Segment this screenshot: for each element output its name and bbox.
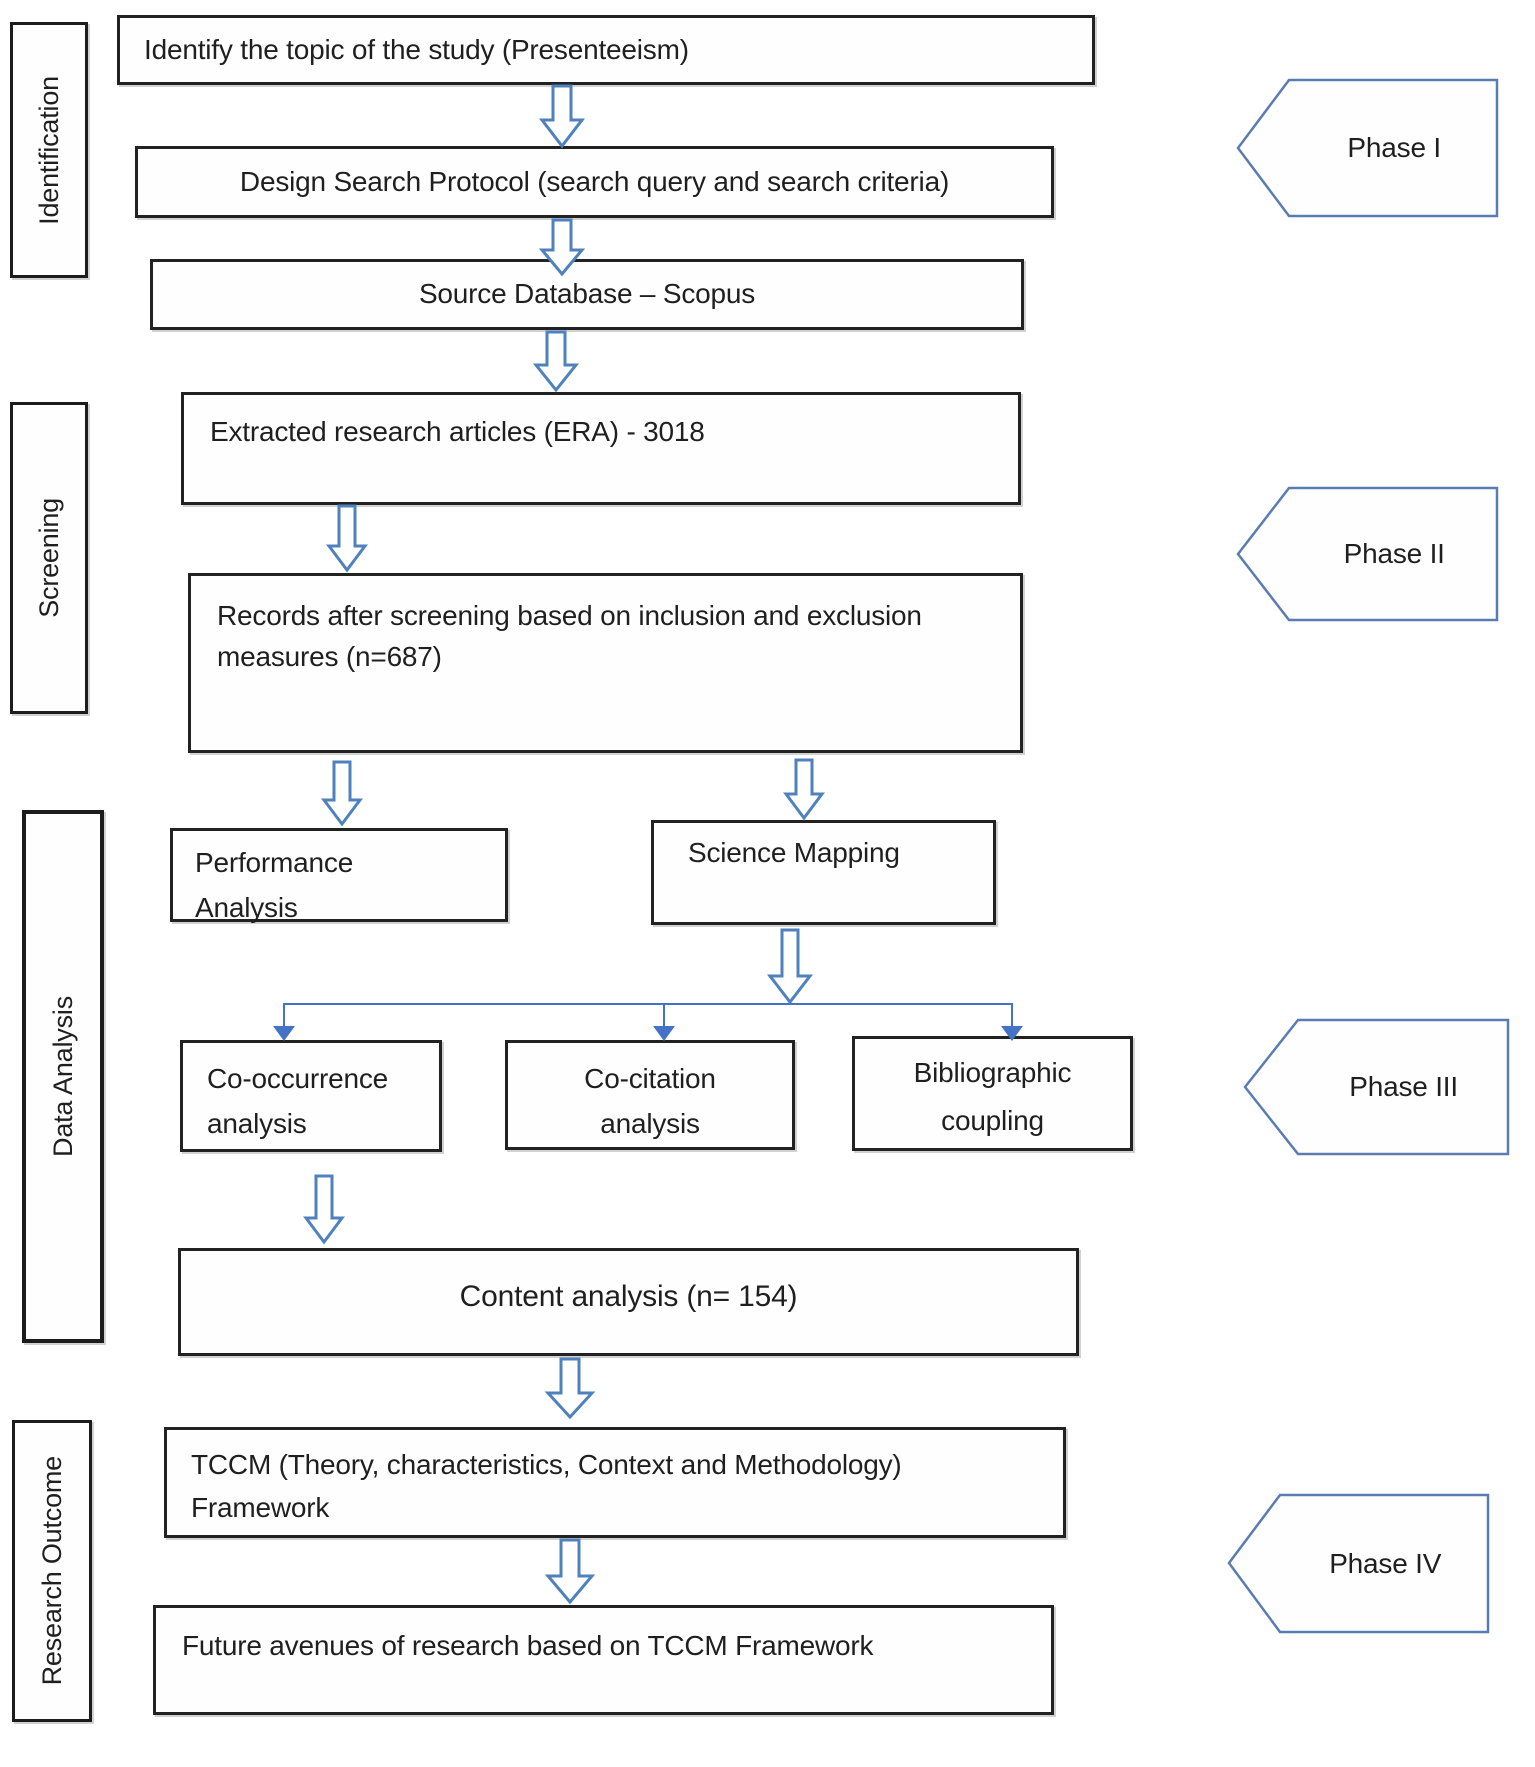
box-label: Co-citation analysis <box>584 1063 716 1140</box>
box-bibliographic-coupling: Bibliographic coupling <box>852 1036 1133 1151</box>
stage-label-text: Data Analysis <box>47 996 78 1157</box>
box-records-after-screening: Records after screening based on inclusi… <box>188 573 1023 753</box>
left-chevron-banner-icon <box>1227 1493 1490 1634</box>
phase-2-marker: Phase II <box>1236 486 1499 622</box>
box-label: Co-occurrence analysis <box>207 1063 389 1140</box>
branch-arrowhead-down-icon <box>653 1026 675 1041</box>
flow-arrow-down-icon <box>544 1538 596 1605</box>
left-chevron-banner-icon <box>1243 1018 1510 1156</box>
flow-arrow-down-icon <box>321 760 363 827</box>
box-label: TCCM (Theory, characteristics, Context a… <box>191 1449 902 1524</box>
stage-label-identification: Identification <box>10 22 88 278</box>
box-tccm-framework: TCCM (Theory, characteristics, Context a… <box>164 1427 1066 1538</box>
box-content-analysis: Content analysis (n= 154) <box>178 1248 1079 1356</box>
box-label: Records after screening based on inclusi… <box>217 600 922 673</box>
box-label: Design Search Protocol (search query and… <box>239 165 950 197</box>
stage-label-screening: Screening <box>10 402 88 714</box>
flow-arrow-down-icon <box>538 218 586 277</box>
box-future-avenues: Future avenues of research based on TCCM… <box>153 1605 1054 1715</box>
box-design-search-protocol: Design Search Protocol (search query and… <box>135 146 1054 218</box>
box-label: Performance Analysis <box>195 847 354 924</box>
box-identify-topic: Identify the topic of the study (Present… <box>117 15 1095 85</box>
phase-label: Phase I <box>1347 132 1441 163</box>
phase-3-marker: Phase III <box>1243 1018 1510 1156</box>
flow-arrow-down-icon <box>538 84 586 149</box>
box-label: Bibliographic coupling <box>913 1057 1072 1137</box>
branch-line-left <box>283 1003 285 1027</box>
box-extracted-articles: Extracted research articles (ERA) - 3018 <box>181 392 1021 505</box>
stage-label-data-analysis: Data Analysis <box>22 810 104 1343</box>
box-source-database: Source Database – Scopus <box>150 259 1024 330</box>
box-co-occurrence-analysis: Co-occurrence analysis <box>180 1040 442 1152</box>
box-label: Future avenues of research based on TCCM… <box>182 1630 874 1661</box>
flow-arrow-down-icon <box>766 928 814 1005</box>
stage-label-text: Identification <box>33 75 64 225</box>
phase-label: Phase III <box>1349 1071 1458 1102</box>
box-label: Content analysis (n= 154) <box>459 1280 798 1313</box>
box-performance-analysis: Performance Analysis <box>170 828 508 923</box>
branch-line-middle <box>663 1003 665 1027</box>
phase-label: Phase II <box>1343 538 1445 569</box>
box-co-citation-analysis: Co-citation analysis <box>505 1040 795 1150</box>
box-science-mapping: Science Mapping <box>651 820 996 925</box>
branch-line-right <box>1011 1003 1013 1027</box>
box-label: Extracted research articles (ERA) - 3018 <box>210 416 705 447</box>
flow-arrow-down-icon <box>783 758 825 821</box>
branch-arrowhead-down-icon <box>273 1026 295 1041</box>
box-label: Science Mapping <box>688 837 900 868</box>
left-chevron-banner-icon <box>1236 486 1499 622</box>
stage-label-text: Research Outcome <box>36 1456 67 1686</box>
branch-line-horizontal <box>283 1003 1013 1005</box>
flow-arrow-down-icon <box>326 504 368 573</box>
left-chevron-banner-icon <box>1236 78 1499 218</box>
phase-1-marker: Phase I <box>1236 78 1499 218</box>
flow-arrow-down-icon <box>544 1357 596 1420</box>
stage-label-text: Screening <box>33 498 64 618</box>
flow-arrow-down-icon <box>303 1174 345 1245</box>
branch-arrowhead-down-icon <box>1001 1026 1023 1041</box>
stage-label-research-outcome: Research Outcome <box>12 1420 92 1722</box>
box-label: Identify the topic of the study (Present… <box>144 33 689 65</box>
box-label: Source Database – Scopus <box>418 278 756 310</box>
flow-arrow-down-icon <box>532 330 580 393</box>
phase-4-marker: Phase IV <box>1227 1493 1490 1634</box>
phase-label: Phase IV <box>1329 1547 1442 1579</box>
